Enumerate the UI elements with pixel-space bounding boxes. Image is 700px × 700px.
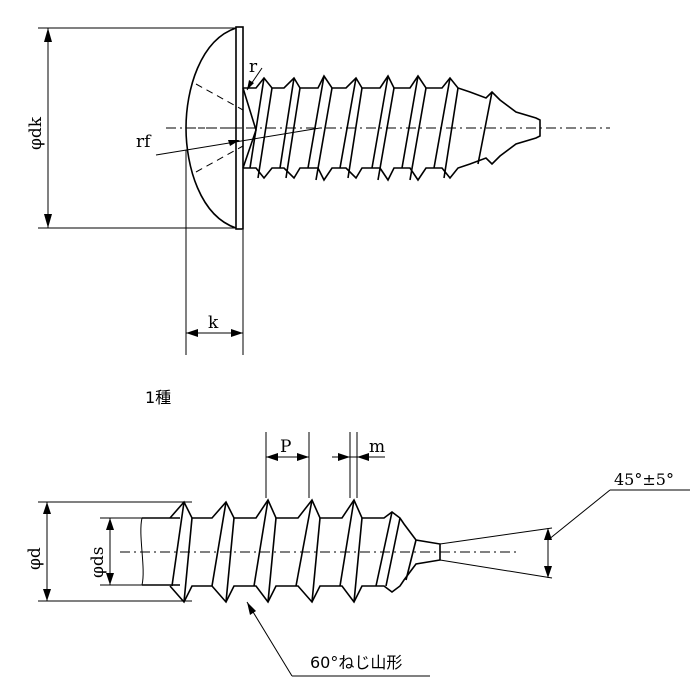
rf-label: rf — [136, 132, 152, 152]
k-arrow-left — [186, 329, 198, 337]
ds-label: φds — [88, 546, 108, 578]
dk-arrow-bottom — [44, 214, 52, 228]
thread-form-label: 60°ねじ山形 — [310, 653, 402, 672]
recess-line-lower — [195, 145, 244, 173]
r-label: r — [249, 57, 258, 77]
k-label: k — [208, 313, 219, 333]
d-label: φd — [25, 547, 45, 570]
cone-line-lower — [439, 559, 553, 579]
thread-form-arrow — [247, 602, 256, 615]
ds-arrow-bottom — [106, 573, 114, 585]
rf-leader — [155, 127, 321, 156]
head-fillet — [242, 87, 257, 169]
top-screw-view: φdk — [26, 26, 610, 355]
ds-arrow-top — [106, 518, 114, 530]
m-arrow-left — [338, 453, 350, 461]
bottom-thread-view: φd φds — [25, 432, 690, 677]
angle-arrow-bottom — [544, 566, 552, 578]
angle-leader — [547, 489, 611, 541]
dk-arrow-top — [44, 28, 52, 42]
thread-profile — [169, 498, 441, 604]
thread-helix-bottom — [171, 499, 417, 603]
m-label: m — [369, 437, 385, 457]
m-arrow-right — [357, 453, 369, 461]
angle-label: 45°±5° — [614, 470, 674, 489]
r-arrow — [247, 80, 254, 90]
recess-line-upper — [195, 83, 244, 111]
p-arrow-left — [266, 453, 278, 461]
angle-arrow-top — [544, 528, 552, 540]
p-arrow-right — [297, 453, 309, 461]
thread-form-leader — [246, 601, 293, 677]
cone-line-upper — [439, 527, 553, 545]
d-arrow-bottom — [43, 589, 51, 601]
p-label: P — [280, 437, 291, 457]
rf-arrow — [228, 140, 240, 146]
k-arrow-right — [231, 329, 243, 337]
type-caption: 1種 — [145, 388, 171, 407]
thread-helix-lines — [249, 75, 493, 181]
dk-label: φdk — [26, 116, 46, 150]
d-arrow-top — [43, 502, 51, 514]
